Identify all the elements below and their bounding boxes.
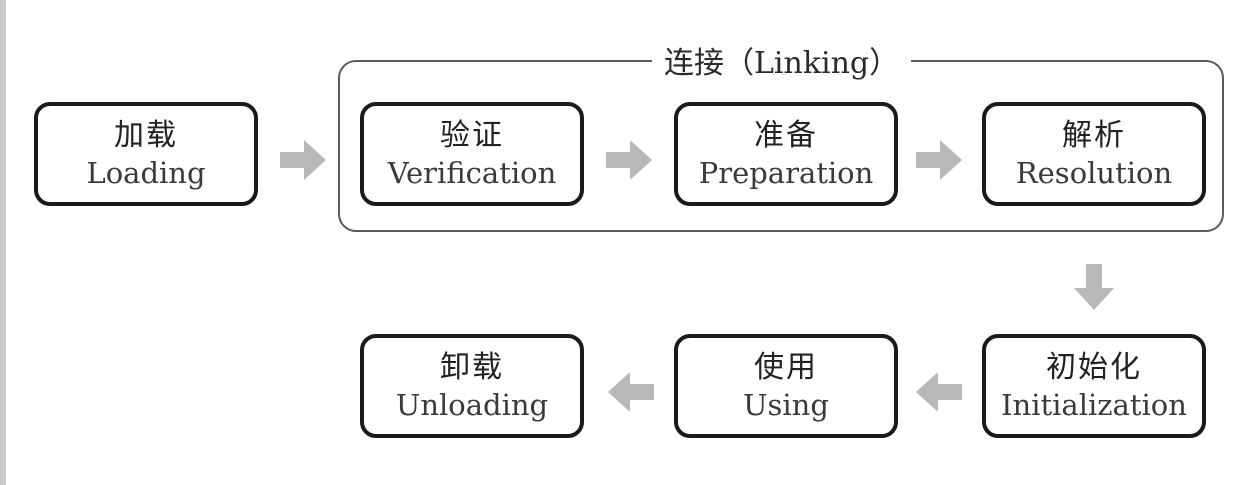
stage-loading-zh: 加载 [114,118,178,153]
arrow-down-icon [1074,264,1114,310]
arrow-right-icon [916,140,962,180]
stage-preparation-en: Preparation [698,156,874,190]
stage-unloading-en: Unloading [395,388,549,422]
stage-using-en: Using [743,388,829,422]
stage-preparation-zh: 准备 [754,118,818,153]
stage-resolution: 解析 Resolution [982,102,1206,206]
stage-initialization: 初始化 Initialization [982,334,1206,438]
stage-initialization-zh: 初始化 [1046,350,1142,385]
stage-resolution-en: Resolution [1015,156,1173,190]
left-edge-bar [0,0,6,485]
stage-loading: 加载 Loading [34,102,258,206]
arrow-right-icon [280,140,326,180]
arrow-left-icon [916,372,962,412]
stage-verification-en: Verification [387,156,557,190]
linking-group-title: 连接（Linking） [652,44,912,84]
stage-verification-zh: 验证 [440,118,504,153]
stage-preparation: 准备 Preparation [674,102,898,206]
stage-resolution-zh: 解析 [1062,118,1126,153]
stage-using-zh: 使用 [754,350,818,385]
stage-using: 使用 Using [674,334,898,438]
arrow-right-icon [606,140,652,180]
stage-initialization-en: Initialization [1001,388,1187,422]
stage-unloading: 卸载 Unloading [360,334,584,438]
arrow-left-icon [608,372,654,412]
stage-loading-en: Loading [86,156,206,190]
stage-unloading-zh: 卸载 [440,350,504,385]
stage-verification: 验证 Verification [360,102,584,206]
